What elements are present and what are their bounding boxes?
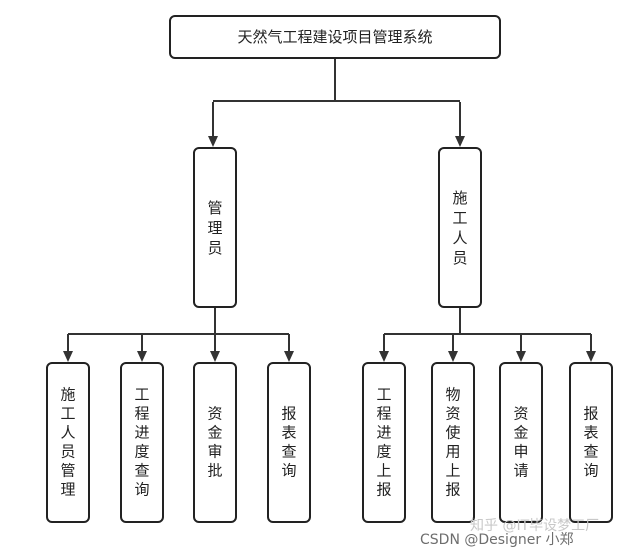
leaf-node-worker-0: 工程进度上报 xyxy=(362,362,406,523)
connector-lines xyxy=(63,58,596,362)
arrow-worker-leaf-3 xyxy=(586,351,596,362)
root-node-label: 天然气工程建设项目管理系统 xyxy=(237,28,432,46)
arrow-root-admin-arrowhead xyxy=(208,136,218,147)
leaf-label-admin-0: 施工人员管理 xyxy=(60,386,75,499)
leaf-node-admin-0: 施工人员管理 xyxy=(46,362,90,523)
leaf-node-admin-3: 报表查询 xyxy=(267,362,311,523)
leaf-label-admin-1: 工程进度查询 xyxy=(134,386,149,499)
arrow-worker-leaf-0 xyxy=(379,351,389,362)
leaf-label-worker-0: 工程进度上报 xyxy=(376,386,391,499)
leaf-node-worker-1: 物资使用上报 xyxy=(431,362,475,523)
leaf-label-admin-2: 资金审批 xyxy=(207,405,222,480)
watermark-csdn: CSDN @Designer 小郑 xyxy=(420,532,574,548)
leaf-node-worker-2: 资金申请 xyxy=(499,362,543,523)
arrow-root-worker-arrowhead xyxy=(455,136,465,147)
arrow-admin-leaf-2 xyxy=(210,351,220,362)
leaf-label-worker-3: 报表查询 xyxy=(583,405,598,480)
arrow-admin-leaf-3 xyxy=(284,351,294,362)
leaf-label-worker-1: 物资使用上报 xyxy=(445,386,460,499)
role-node-worker: 施工人员 xyxy=(438,147,482,308)
arrow-worker-leaf-2 xyxy=(516,351,526,362)
arrow-worker-leaf-1 xyxy=(448,351,458,362)
watermark-zhihu: 知乎 @IT毕设梦工厂 xyxy=(470,517,599,534)
role-node-admin-label: 管理员 xyxy=(207,199,222,257)
arrow-admin-leaf-0 xyxy=(63,351,73,362)
role-node-admin: 管理员 xyxy=(193,147,237,308)
leaf-node-worker-3: 报表查询 xyxy=(569,362,613,523)
leaf-node-admin-1: 工程进度查询 xyxy=(120,362,164,523)
arrow-admin-leaf-1 xyxy=(137,351,147,362)
leaf-label-worker-2: 资金申请 xyxy=(513,405,528,480)
leaf-node-admin-2: 资金审批 xyxy=(193,362,237,523)
leaf-label-admin-3: 报表查询 xyxy=(281,405,296,480)
root-node: 天然气工程建设项目管理系统 xyxy=(169,15,501,59)
role-node-worker-label: 施工人员 xyxy=(452,189,467,267)
